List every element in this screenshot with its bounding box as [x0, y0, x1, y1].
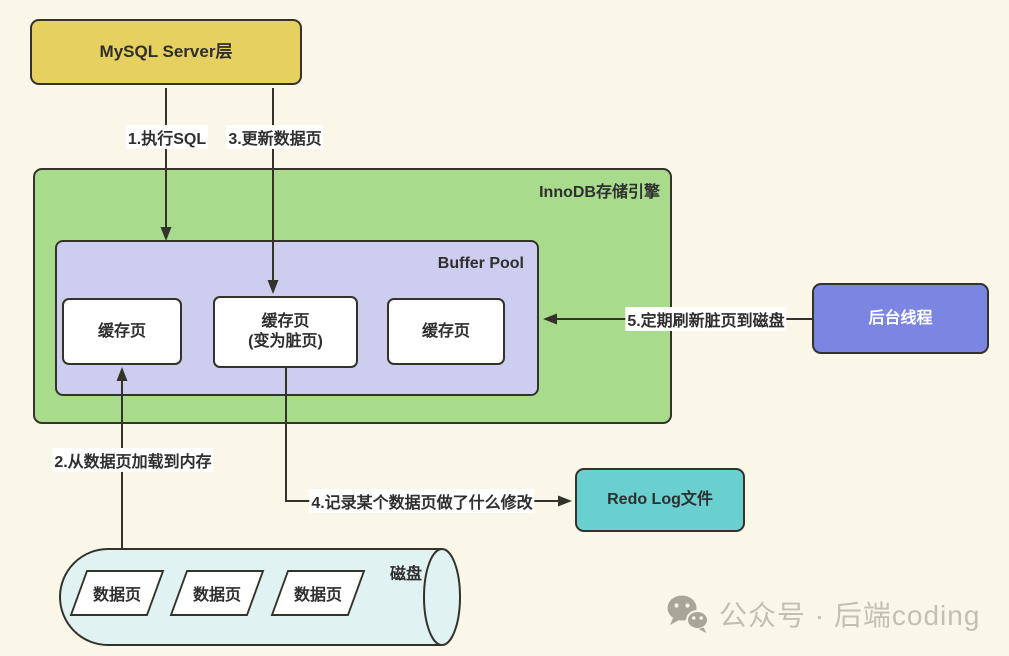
edge-label-step5: 5.定期刷新脏页到磁盘	[625, 307, 787, 331]
edge-label-step2: 2.从数据页加载到内存	[52, 448, 214, 472]
data-page-1: 数据页	[69, 570, 165, 616]
data-page-2-label: 数据页	[192, 587, 241, 604]
edge-label-step3: 3.更新数据页	[226, 125, 324, 149]
cache-page-dirty-box: 缓存页 (变为脏页)	[213, 296, 358, 368]
data-page-3: 数据页	[270, 570, 366, 616]
watermark-text: 公众号 · 后端coding	[719, 600, 981, 631]
cache-page-dirty-label-line1: 缓存页	[261, 313, 310, 330]
arrow-step4-head	[558, 495, 572, 507]
cache-page-3-label: 缓存页	[421, 322, 470, 340]
redo-log-box: Redo Log文件	[575, 468, 745, 532]
cache-page-1-box: 缓存页	[62, 298, 182, 365]
disk-label: 磁盘	[390, 566, 423, 583]
mysql-server-label: MySQL Server层	[99, 42, 233, 62]
background-thread-label: 后台线程	[868, 309, 933, 327]
innodb-engine-label: InnoDB存储引擎	[539, 184, 660, 201]
cache-page-3-box: 缓存页	[387, 298, 505, 365]
buffer-pool-label: Buffer Pool	[437, 255, 524, 272]
watermark: 公众号 · 后端coding	[666, 594, 980, 634]
wechat-icon	[667, 595, 709, 633]
background-thread-box: 后台线程	[812, 283, 989, 354]
edge-label-step4: 4.记录某个数据页做了什么修改	[309, 489, 535, 513]
data-page-1-label: 数据页	[92, 587, 141, 604]
redo-log-label: Redo Log文件	[607, 491, 713, 508]
cache-page-dirty-label-line2: (变为脏页)	[248, 333, 323, 350]
cache-page-1-label: 缓存页	[97, 322, 146, 340]
data-page-3-label: 数据页	[293, 587, 342, 604]
mysql-server-box: MySQL Server层	[30, 19, 302, 85]
data-page-2: 数据页	[169, 570, 265, 616]
disk-cylinder-rim	[423, 548, 443, 646]
edge-label-step1: 1.执行SQL	[125, 125, 209, 149]
